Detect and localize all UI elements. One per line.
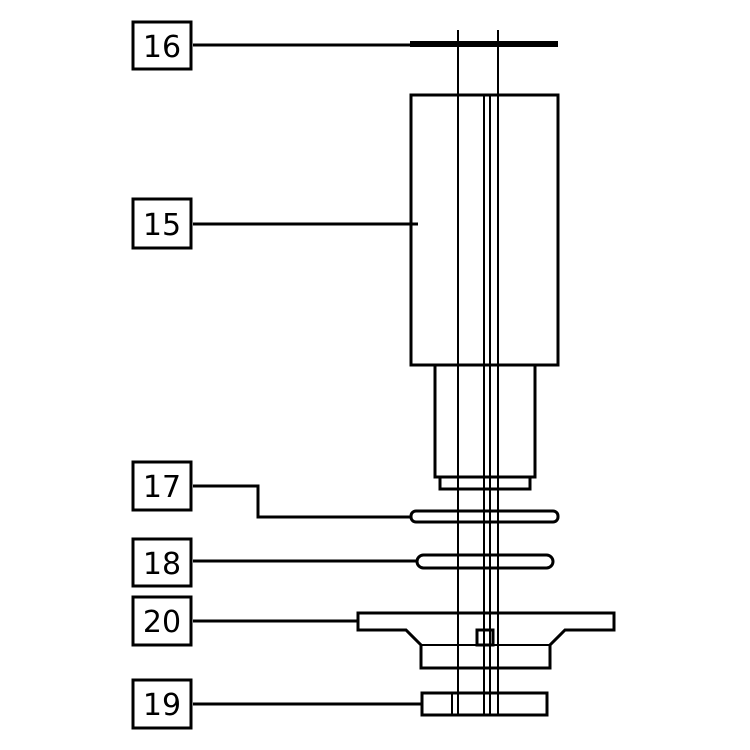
callout-label-16: 16 bbox=[143, 30, 181, 65]
callout-17: 17 bbox=[131, 460, 193, 512]
leader-lines bbox=[193, 43, 423, 706]
callout-label-15: 15 bbox=[143, 208, 181, 243]
part-20-base-flange bbox=[356, 611, 616, 670]
callout-label-17: 17 bbox=[143, 470, 181, 505]
callout-18: 18 bbox=[131, 537, 193, 588]
callout-19: 19 bbox=[131, 678, 193, 730]
callout-16: 16 bbox=[131, 20, 193, 71]
callout-20: 20 bbox=[131, 595, 193, 647]
callout-label-18: 18 bbox=[143, 547, 181, 582]
callout-label-20: 20 bbox=[143, 605, 181, 640]
shaft-overlay bbox=[457, 30, 499, 716]
callout-15: 15 bbox=[131, 197, 193, 250]
leader-17 bbox=[193, 484, 412, 519]
callout-label-19: 19 bbox=[143, 688, 181, 723]
